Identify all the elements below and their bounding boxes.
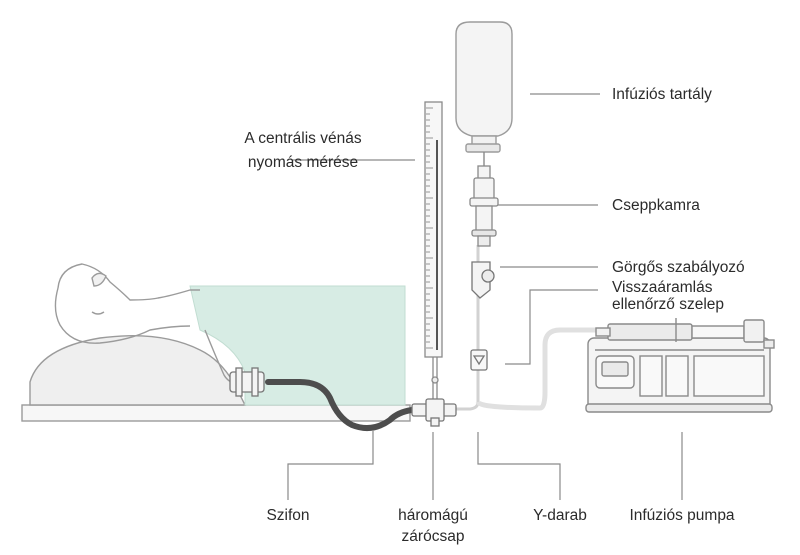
bed [21,404,411,422]
label-check-valve-line1: Visszaáramlás [612,279,713,296]
siphon-tube [265,379,415,432]
drip-chamber [469,165,499,247]
label-drip-chamber: Cseppkamra [612,197,700,214]
label-infusion-container: Infúziós tartály [612,86,712,103]
label-stopcock-line1: háromágú [398,507,468,524]
infusion-pump [585,318,775,413]
patient-head-outline [57,263,200,301]
patient-eye [91,311,105,315]
check-valve [470,349,488,371]
patient-cover [189,285,406,406]
label-check-valve-line2: ellenőrző szelep [612,296,724,313]
label-roller-clamp: Görgős szabályozó [612,259,745,276]
label-stopcock-line2: zárócsap [402,528,465,545]
patient-ear [91,272,107,287]
label-infusion-pump: Infúziós pumpa [629,507,734,524]
leader-lines [287,93,683,500]
leader-y-piece [477,432,561,500]
infusion-container [455,21,513,168]
cvp-manometer [424,101,443,408]
label-y-piece: Y-darab [533,507,587,524]
roller-clamp [471,261,495,299]
leader-check-valve [505,289,598,365]
pillow [29,335,247,406]
pump-tube [475,327,612,411]
leader-siphon [287,430,374,500]
bed-frame [21,404,411,422]
label-siphon: Szifon [266,507,309,524]
manometer-scale-ticks [426,107,433,349]
patient-jaw-outline [54,287,191,344]
three-way-stopcock [411,398,457,427]
label-cvp-line1: A centrális vénás [244,130,361,147]
catheter-connector [229,367,265,397]
label-cvp-line2: nyomás mérése [248,154,358,171]
